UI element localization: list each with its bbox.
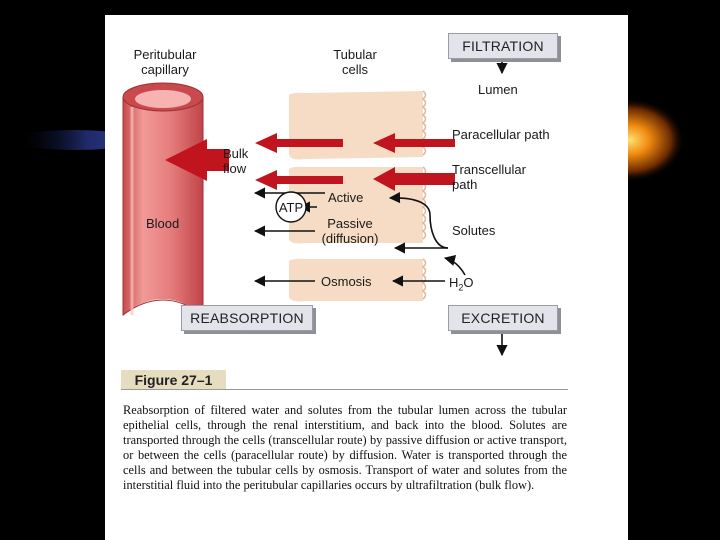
osmosis-label: Osmosis	[321, 274, 372, 289]
atp-label: ATP	[278, 200, 304, 215]
active-label: Active	[328, 190, 364, 205]
filtration-box: FILTRATION	[448, 33, 558, 59]
bulk-flow-arrow	[165, 139, 229, 181]
reabsorption-box: REABSORPTION	[181, 305, 313, 331]
tubular-cell-top	[289, 90, 427, 160]
peritubular-capillary-label: Peritubular capillary	[133, 47, 197, 77]
transcellular-label: Transcellular path	[452, 162, 526, 192]
excretion-box: EXCRETION	[448, 305, 558, 331]
passive-diffusion-label: Passive (diffusion)	[321, 216, 379, 246]
figure-number: Figure 27–1	[121, 370, 226, 390]
peritubular-capillary	[122, 82, 204, 321]
atp-circle	[275, 191, 307, 223]
water-label: H2O	[449, 275, 474, 293]
tubular-cells-label: Tubular cells	[333, 47, 377, 77]
figure-panel: Peritubular capillary Tubular cells FILT…	[105, 15, 628, 540]
caption-divider	[121, 389, 568, 390]
figure-caption: Reabsorption of filtered water and solut…	[123, 403, 567, 492]
blood-label: Blood	[146, 216, 180, 231]
paracellular-label: Paracellular path	[452, 127, 550, 142]
lumen-label: Lumen	[478, 82, 518, 97]
paracellular-arrow	[255, 133, 455, 153]
solutes-label: Solutes	[452, 223, 496, 238]
bulk-flow-label: Bulk flow	[223, 146, 249, 176]
tubular-cell-bottom	[289, 258, 427, 302]
transcellular-arrow	[255, 167, 455, 191]
